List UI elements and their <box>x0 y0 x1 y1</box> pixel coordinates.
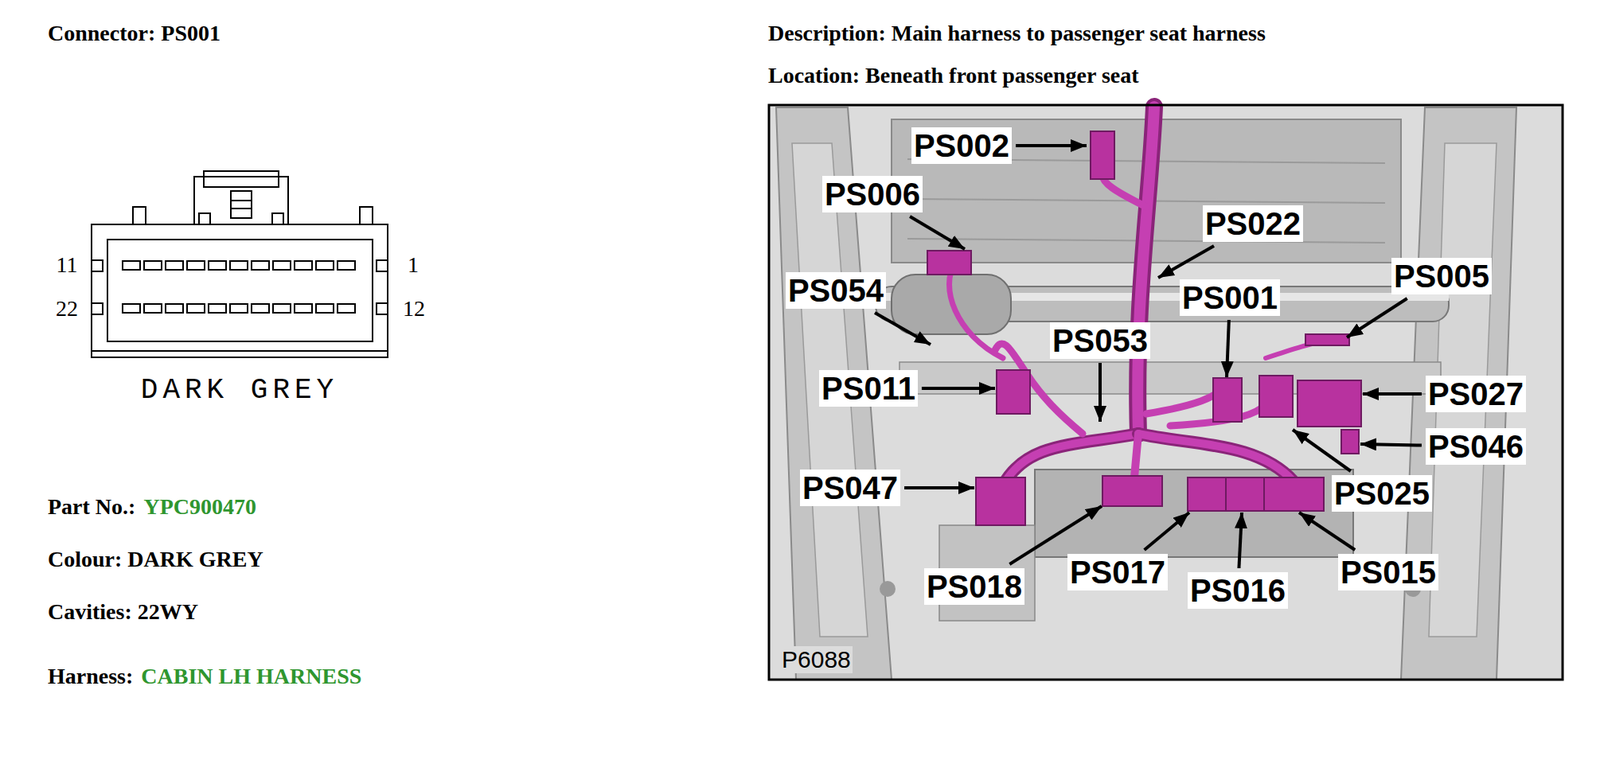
callout-label: PS005 <box>1391 257 1492 295</box>
pin-slot <box>144 304 162 313</box>
field-label: Harness: <box>47 663 133 690</box>
leader-arrow <box>1226 320 1230 378</box>
leader-arrow <box>1360 444 1422 446</box>
pin-slot <box>122 304 141 313</box>
leader-arrow <box>874 312 931 345</box>
pin-slot <box>122 261 141 270</box>
pin-slot <box>187 304 205 313</box>
leader-arrow <box>1362 392 1422 396</box>
callout-label: PS016 <box>1187 572 1288 609</box>
leader-arrow <box>921 386 996 391</box>
callout-label: PS022 <box>1202 205 1304 242</box>
leader-arrow <box>1158 245 1214 278</box>
connector-face <box>91 171 388 358</box>
figure-frame <box>768 105 1563 680</box>
harness-name: CABIN LH HARNESS <box>140 663 362 690</box>
description-line: Description: Main harness to passenger s… <box>768 20 1266 47</box>
callout-label: PS027 <box>1425 375 1526 413</box>
harness-connectors <box>927 131 1362 526</box>
pin-slot <box>251 261 270 270</box>
seat-illustration <box>768 105 1563 680</box>
callout-label: PS006 <box>822 175 923 213</box>
callout-label: PS054 <box>785 272 886 309</box>
pin-slot <box>165 261 184 270</box>
callout-label: PS025 <box>1331 475 1433 512</box>
location-line: Location: Beneath front passenger seat <box>768 62 1140 89</box>
pin-slot <box>294 261 313 270</box>
pin-slot <box>187 261 205 270</box>
callout-label: PS001 <box>1179 279 1280 317</box>
leader-arrow <box>1144 512 1190 551</box>
callout-label: PS015 <box>1338 554 1439 591</box>
callout-label: PS017 <box>1067 554 1168 591</box>
pin-slot <box>165 304 184 313</box>
pin-number: 22 <box>55 296 79 322</box>
callout-label: PS002 <box>911 127 1012 164</box>
field-label: Cavities: 22WY <box>47 599 199 625</box>
field-label: Colour: DARK GREY <box>47 546 264 573</box>
callout-label: PS011 <box>819 370 918 407</box>
pin-slot <box>273 261 291 270</box>
pin-slot <box>230 261 248 270</box>
pin-slot <box>294 304 313 313</box>
colour-caption: DARK GREY <box>140 374 339 407</box>
leader-arrow <box>1292 429 1351 472</box>
pin-slot <box>316 304 334 313</box>
leader-arrow <box>1098 362 1102 422</box>
pin-slot <box>208 261 227 270</box>
callout-label: PS046 <box>1425 428 1526 465</box>
pin-slot <box>144 261 162 270</box>
pin-slot <box>337 304 356 313</box>
pin-number: 12 <box>402 296 426 322</box>
part-number: YPC900470 <box>143 494 257 520</box>
pin-number: 11 <box>56 252 79 278</box>
pin-slot <box>316 261 334 270</box>
callout-label: PS053 <box>1049 322 1151 360</box>
pin-slot <box>273 304 291 313</box>
leader-arrow <box>1238 512 1242 569</box>
callout-label: PS047 <box>800 469 901 507</box>
pin-number: 1 <box>407 252 419 278</box>
leader-arrow <box>1015 144 1087 148</box>
callout-label: PS018 <box>924 568 1025 605</box>
leader-arrow <box>1346 298 1408 338</box>
field-label: Part No.: <box>47 494 136 520</box>
pin-slot <box>251 304 270 313</box>
figure-code: P6088 <box>780 646 853 675</box>
leader-arrow <box>904 486 975 490</box>
pin-slot <box>230 304 248 313</box>
pin-slot <box>337 261 356 270</box>
leader-arrow <box>1299 512 1355 551</box>
connector-heading: Connector: PS001 <box>47 20 221 47</box>
leader-arrow <box>909 216 965 250</box>
pin-slot <box>208 304 227 313</box>
